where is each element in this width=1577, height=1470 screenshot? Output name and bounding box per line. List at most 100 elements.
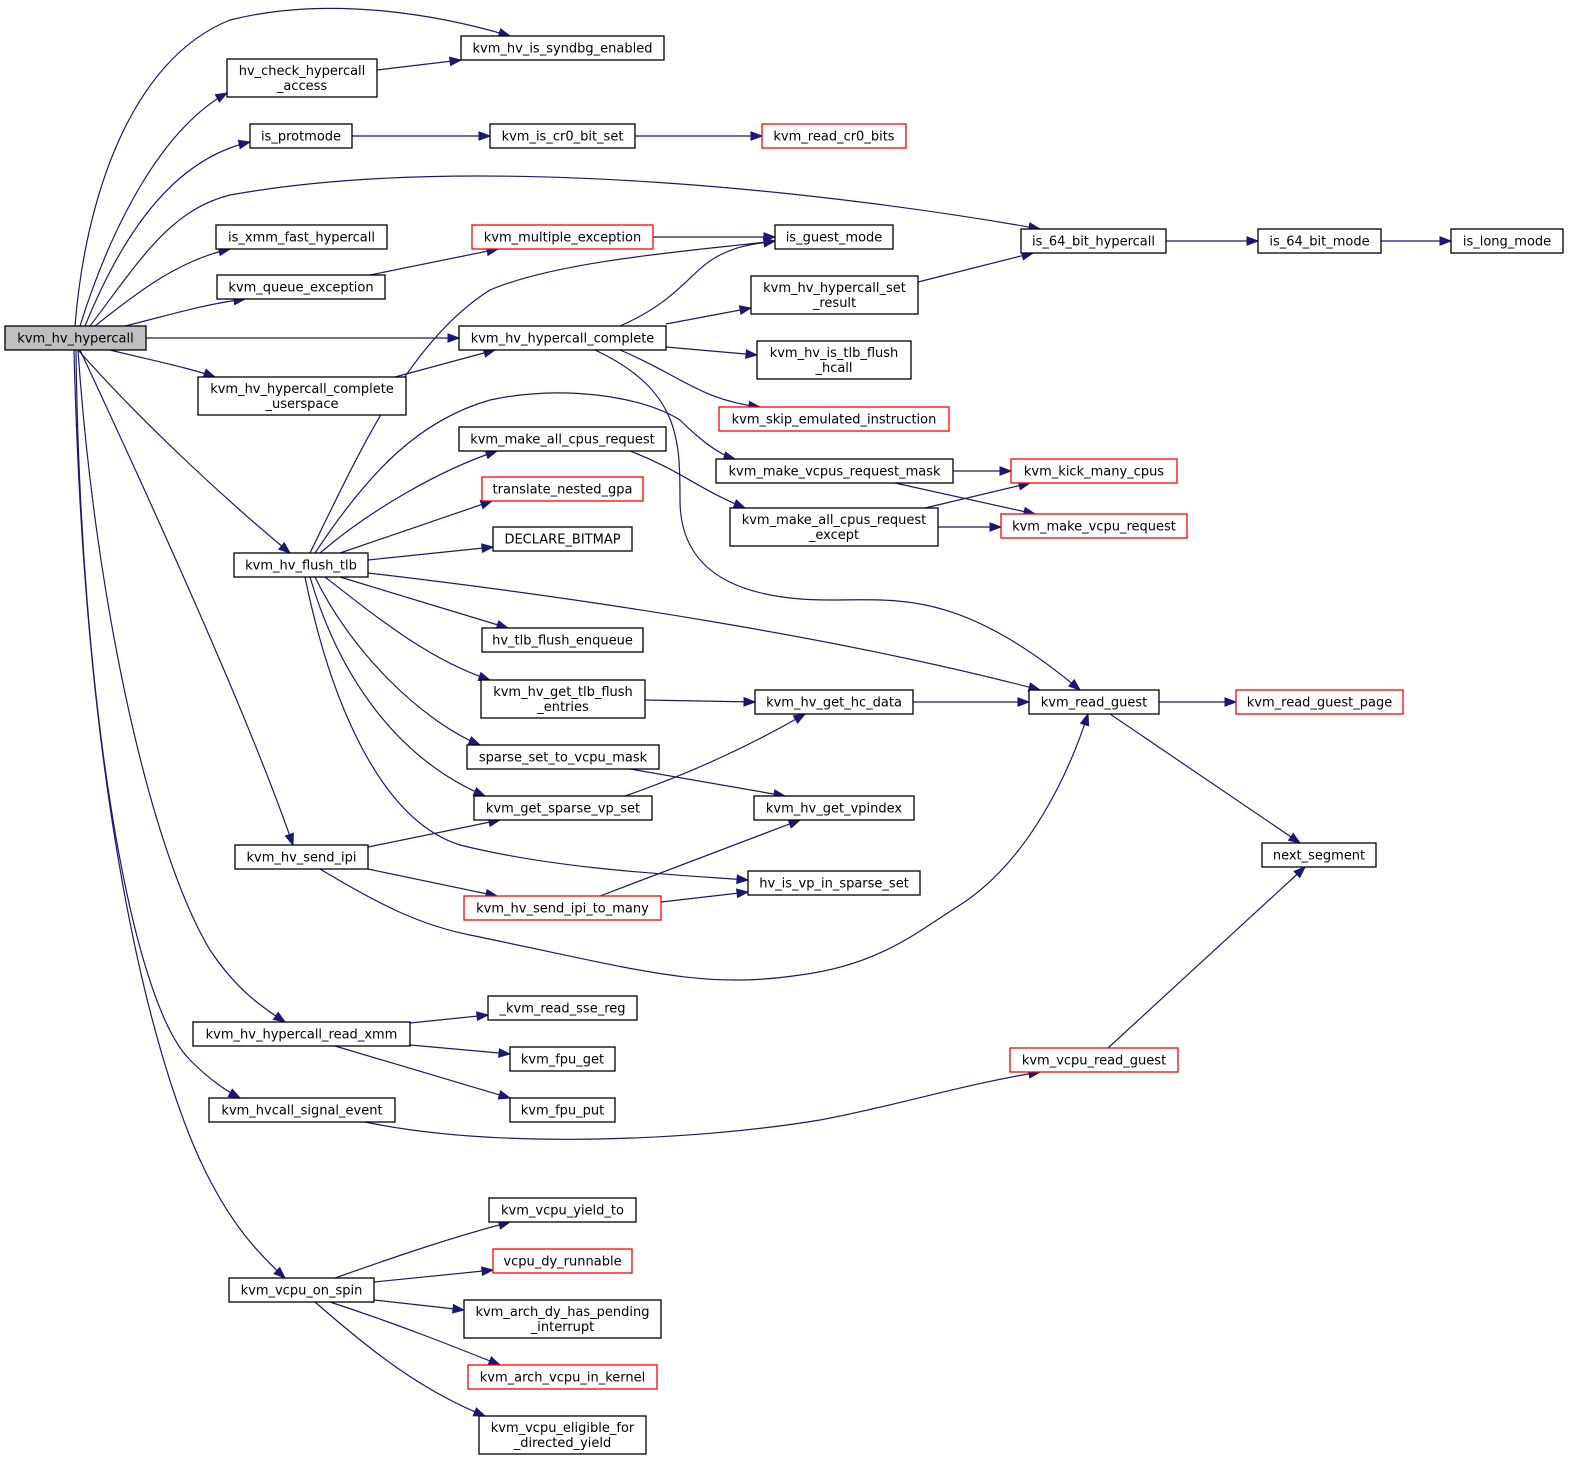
node-box[interactable] <box>715 458 954 484</box>
node-box[interactable] <box>489 123 636 149</box>
node-kvm-read-guest-page[interactable]: kvm_read_guest_page <box>1235 689 1404 715</box>
node-box[interactable] <box>750 275 919 315</box>
node-box[interactable] <box>197 376 407 416</box>
node-kvm-read-cr0-bits[interactable]: kvm_read_cr0_bits <box>761 123 907 149</box>
node-kvm-hv-get-tlb-flush-entries[interactable]: kvm_hv_get_tlb_flush_entries <box>480 679 646 719</box>
node-kvm-read-guest[interactable]: kvm_read_guest <box>1028 689 1160 715</box>
node-vcpu-dy-runnable[interactable]: vcpu_dy_runnable <box>492 1248 633 1274</box>
node-box[interactable] <box>747 870 921 896</box>
node-hv-is-vp-in-sparse-set[interactable]: hv_is_vp_in_sparse_set <box>747 870 921 896</box>
node-is-64-bit-hypercall[interactable]: is_64_bit_hypercall <box>1020 228 1167 254</box>
node-is-guest-mode[interactable]: is_guest_mode <box>774 224 894 250</box>
node-kvm-hv-hypercall-complete-userspace[interactable]: kvm_hv_hypercall_complete_userspace <box>197 376 407 416</box>
node-kvm-hv-get-hc-data[interactable]: kvm_hv_get_hc_data <box>754 689 914 715</box>
node-kvm-get-sparse-vp-set[interactable]: kvm_get_sparse_vp_set <box>473 795 653 821</box>
node-box[interactable] <box>1235 689 1404 715</box>
node-kvm-hv-send-ipi-to-many[interactable]: kvm_hv_send_ipi_to_many <box>463 895 662 921</box>
node-box[interactable] <box>509 1097 616 1123</box>
node-kvm-is-cr0-bit-set[interactable]: kvm_is_cr0_bit_set <box>489 123 636 149</box>
node-box[interactable] <box>481 627 644 653</box>
node-box[interactable] <box>466 744 660 770</box>
node-box[interactable] <box>473 795 653 821</box>
node-box[interactable] <box>756 340 912 380</box>
node-kvm-hv-get-vpindex[interactable]: kvm_hv_get_vpindex <box>753 795 915 821</box>
node-is-xmm-fast-hypercall[interactable]: is_xmm_fast_hypercall <box>215 224 388 250</box>
node-kvm-vcpu-eligible-for-directed-yield[interactable]: kvm_vcpu_eligible_for_directed_yield <box>478 1415 647 1455</box>
node-box[interactable] <box>1009 1047 1179 1073</box>
node-is-protmode[interactable]: is_protmode <box>249 123 353 149</box>
node-kvm-multiple-exception[interactable]: kvm_multiple_exception <box>471 224 654 250</box>
node-translate-nested-gpa[interactable]: translate_nested_gpa <box>481 476 644 502</box>
node-box[interactable] <box>492 526 633 552</box>
node-kvm-queue-exception[interactable]: kvm_queue_exception <box>216 274 386 300</box>
node-box[interactable] <box>754 689 914 715</box>
node-kvm-hv-hypercall-set-result[interactable]: kvm_hv_hypercall_set_result <box>750 275 919 315</box>
node-box[interactable] <box>463 895 662 921</box>
node-hv-tlb-flush-enqueue[interactable]: hv_tlb_flush_enqueue <box>481 627 644 653</box>
node-kvm-hv-hypercall-read-xmm[interactable]: kvm_hv_hypercall_read_xmm <box>192 1021 411 1047</box>
node-kvm-make-all-cpus-request[interactable]: kvm_make_all_cpus_request <box>458 426 667 452</box>
node-box[interactable] <box>478 1415 647 1455</box>
node-DECLARE-BITMAP[interactable]: DECLARE_BITMAP <box>492 526 633 552</box>
node-box[interactable] <box>509 1046 616 1072</box>
node-kvm-make-vcpus-request-mask[interactable]: kvm_make_vcpus_request_mask <box>715 458 954 484</box>
node-box[interactable] <box>471 224 654 250</box>
node-box[interactable] <box>487 995 638 1021</box>
node-is-64-bit-mode[interactable]: is_64_bit_mode <box>1257 228 1382 254</box>
node-is-long-mode[interactable]: is_long_mode <box>1450 228 1564 254</box>
node-box[interactable] <box>718 406 950 432</box>
node-box[interactable] <box>1257 228 1382 254</box>
node-box[interactable] <box>226 58 378 98</box>
node-kvm-hvcall-signal-event[interactable]: kvm_hvcall_signal_event <box>208 1097 396 1123</box>
node-kvm-fpu-put[interactable]: kvm_fpu_put <box>509 1097 616 1123</box>
node-kvm-hv-send-ipi[interactable]: kvm_hv_send_ipi <box>234 844 369 870</box>
node-box[interactable] <box>234 844 369 870</box>
node-box[interactable] <box>460 35 665 61</box>
node-box[interactable] <box>761 123 907 149</box>
node-box[interactable] <box>1020 228 1167 254</box>
node-box[interactable] <box>729 507 939 547</box>
node-box[interactable] <box>1000 513 1188 539</box>
node-box[interactable] <box>249 123 353 149</box>
node-kvm-make-all-cpus-request-except[interactable]: kvm_make_all_cpus_request_except <box>729 507 939 547</box>
node-kvm-hv-hypercall[interactable]: kvm_hv_hypercall <box>4 325 147 351</box>
node-box[interactable] <box>467 1364 658 1390</box>
node-kvm-hv-flush-tlb[interactable]: kvm_hv_flush_tlb <box>233 552 369 578</box>
node-box[interactable] <box>1010 458 1178 484</box>
node-hv-check-hypercall-access[interactable]: hv_check_hypercall_access <box>226 58 378 98</box>
node-box[interactable] <box>228 1277 375 1303</box>
node-box[interactable] <box>4 325 147 351</box>
node-kvm-make-vcpu-request[interactable]: kvm_make_vcpu_request <box>1000 513 1188 539</box>
node-box[interactable] <box>1450 228 1564 254</box>
node-box[interactable] <box>192 1021 411 1047</box>
node-box[interactable] <box>215 224 388 250</box>
node-box[interactable] <box>481 476 644 502</box>
node-box[interactable] <box>208 1097 396 1123</box>
node-box[interactable] <box>488 1197 637 1223</box>
node-kvm-arch-vcpu-in-kernel[interactable]: kvm_arch_vcpu_in_kernel <box>467 1364 658 1390</box>
node-box[interactable] <box>463 1299 662 1339</box>
node-kvm-vcpu-on-spin[interactable]: kvm_vcpu_on_spin <box>228 1277 375 1303</box>
node-kvm-kick-many-cpus[interactable]: kvm_kick_many_cpus <box>1010 458 1178 484</box>
node-kvm-read-sse-reg[interactable]: _kvm_read_sse_reg <box>487 995 638 1021</box>
node-box[interactable] <box>753 795 915 821</box>
node-box[interactable] <box>492 1248 633 1274</box>
node-kvm-hv-hypercall-complete[interactable]: kvm_hv_hypercall_complete <box>458 325 667 351</box>
node-kvm-fpu-get[interactable]: kvm_fpu_get <box>509 1046 616 1072</box>
node-kvm-skip-emulated-instruction[interactable]: kvm_skip_emulated_instruction <box>718 406 950 432</box>
node-kvm-vcpu-read-guest[interactable]: kvm_vcpu_read_guest <box>1009 1047 1179 1073</box>
node-kvm-hv-is-syndbg-enabled[interactable]: kvm_hv_is_syndbg_enabled <box>460 35 665 61</box>
node-box[interactable] <box>1028 689 1160 715</box>
node-box[interactable] <box>216 274 386 300</box>
node-box[interactable] <box>458 325 667 351</box>
node-box[interactable] <box>480 679 646 719</box>
node-kvm-vcpu-yield-to[interactable]: kvm_vcpu_yield_to <box>488 1197 637 1223</box>
node-kvm-arch-dy-has-pending-interrupt[interactable]: kvm_arch_dy_has_pending_interrupt <box>463 1299 662 1339</box>
node-box[interactable] <box>774 224 894 250</box>
node-next-segment[interactable]: next_segment <box>1261 842 1377 868</box>
node-sparse-set-to-vcpu-mask[interactable]: sparse_set_to_vcpu_mask <box>466 744 660 770</box>
node-box[interactable] <box>233 552 369 578</box>
node-box[interactable] <box>458 426 667 452</box>
node-box[interactable] <box>1261 842 1377 868</box>
node-kvm-hv-is-tlb-flush-hcall[interactable]: kvm_hv_is_tlb_flush_hcall <box>756 340 912 380</box>
